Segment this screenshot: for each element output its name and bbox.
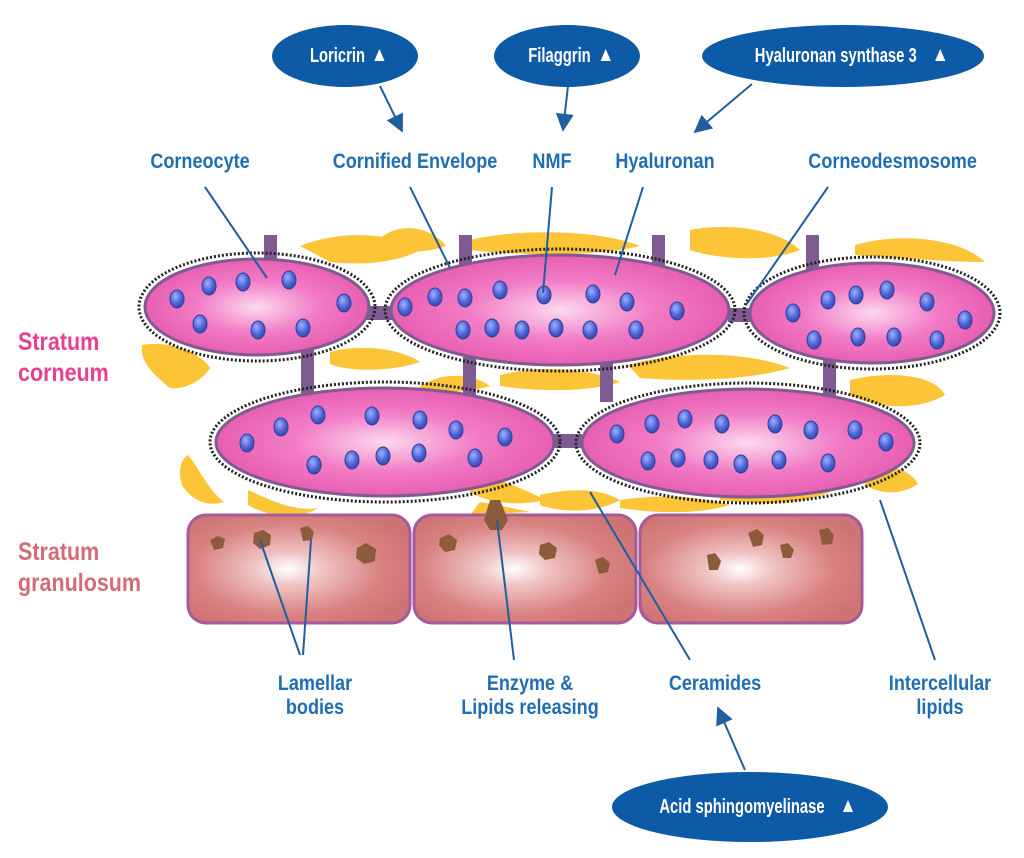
stratum-granulosum-line1: Stratum xyxy=(18,538,100,566)
lamellar-bodies-label: Lamellar bodies xyxy=(263,672,366,720)
loricrin-pill: Loricrin xyxy=(272,25,418,87)
filaggrin-pill: Filaggrin xyxy=(494,25,640,87)
corneodesmosome-label: Corneodesmosome xyxy=(808,150,977,173)
intercellular-lipid-regions xyxy=(141,226,985,516)
intercellular-lipids-line1: Intercellular xyxy=(888,672,992,695)
nmf-label: NMF xyxy=(532,150,572,173)
stratum-granulosum-line2: granulosum xyxy=(18,569,142,597)
cornified-envelope-label: Cornified Envelope xyxy=(332,150,498,173)
lamellar-body-granules xyxy=(210,500,834,574)
ceramides-label: Ceramides xyxy=(668,672,762,695)
nmf-granules xyxy=(169,270,973,475)
enzyme-lipids-label: Enzyme & Lipids releasing xyxy=(453,672,608,720)
granular-cells xyxy=(186,513,864,625)
intercellular-lipids-label: Intercellular lipids xyxy=(880,672,1000,720)
up-triangle-icon xyxy=(600,48,612,61)
lamellar-bodies-line1: Lamellar xyxy=(277,672,353,695)
acid-sphingomyelinase-label: Acid sphingomyelinase xyxy=(659,795,825,818)
enzyme-lipids-line2: Lipids releasing xyxy=(461,696,599,719)
intercellular-lipids-line2: lipids xyxy=(916,696,964,719)
loricrin-label: Loricrin xyxy=(309,44,365,67)
stratum-granulosum-label: Stratum granulosum xyxy=(18,537,141,599)
corneocyte-label: Corneocyte xyxy=(150,150,250,173)
filaggrin-label: Filaggrin xyxy=(528,44,591,67)
stratum-corneum-label: Stratum corneum xyxy=(18,327,109,389)
up-triangle-icon xyxy=(934,48,945,61)
corneocyte-lower-left xyxy=(208,380,562,504)
enzyme-lipids-line1: Enzyme & xyxy=(486,672,574,695)
leader-lines xyxy=(204,186,936,661)
hyaluronan-label: Hyaluronan xyxy=(615,150,715,173)
up-triangle-icon xyxy=(374,48,385,61)
hyaluronan-synthase-pill: Hyaluronan synthase 3 xyxy=(702,25,984,87)
hyaluronan-synthase-label: Hyaluronan synthase 3 xyxy=(754,44,917,67)
corneocyte-upper-middle xyxy=(383,247,737,373)
up-triangle-icon xyxy=(843,799,854,812)
stratum-corneum-line2: corneum xyxy=(18,359,109,387)
lamellar-bodies-line2: bodies xyxy=(285,696,345,719)
stratum-corneum-line1: Stratum xyxy=(18,328,100,356)
regulator-arrows xyxy=(379,83,753,771)
acid-sphingomyelinase-pill: Acid sphingomyelinase xyxy=(612,772,888,842)
